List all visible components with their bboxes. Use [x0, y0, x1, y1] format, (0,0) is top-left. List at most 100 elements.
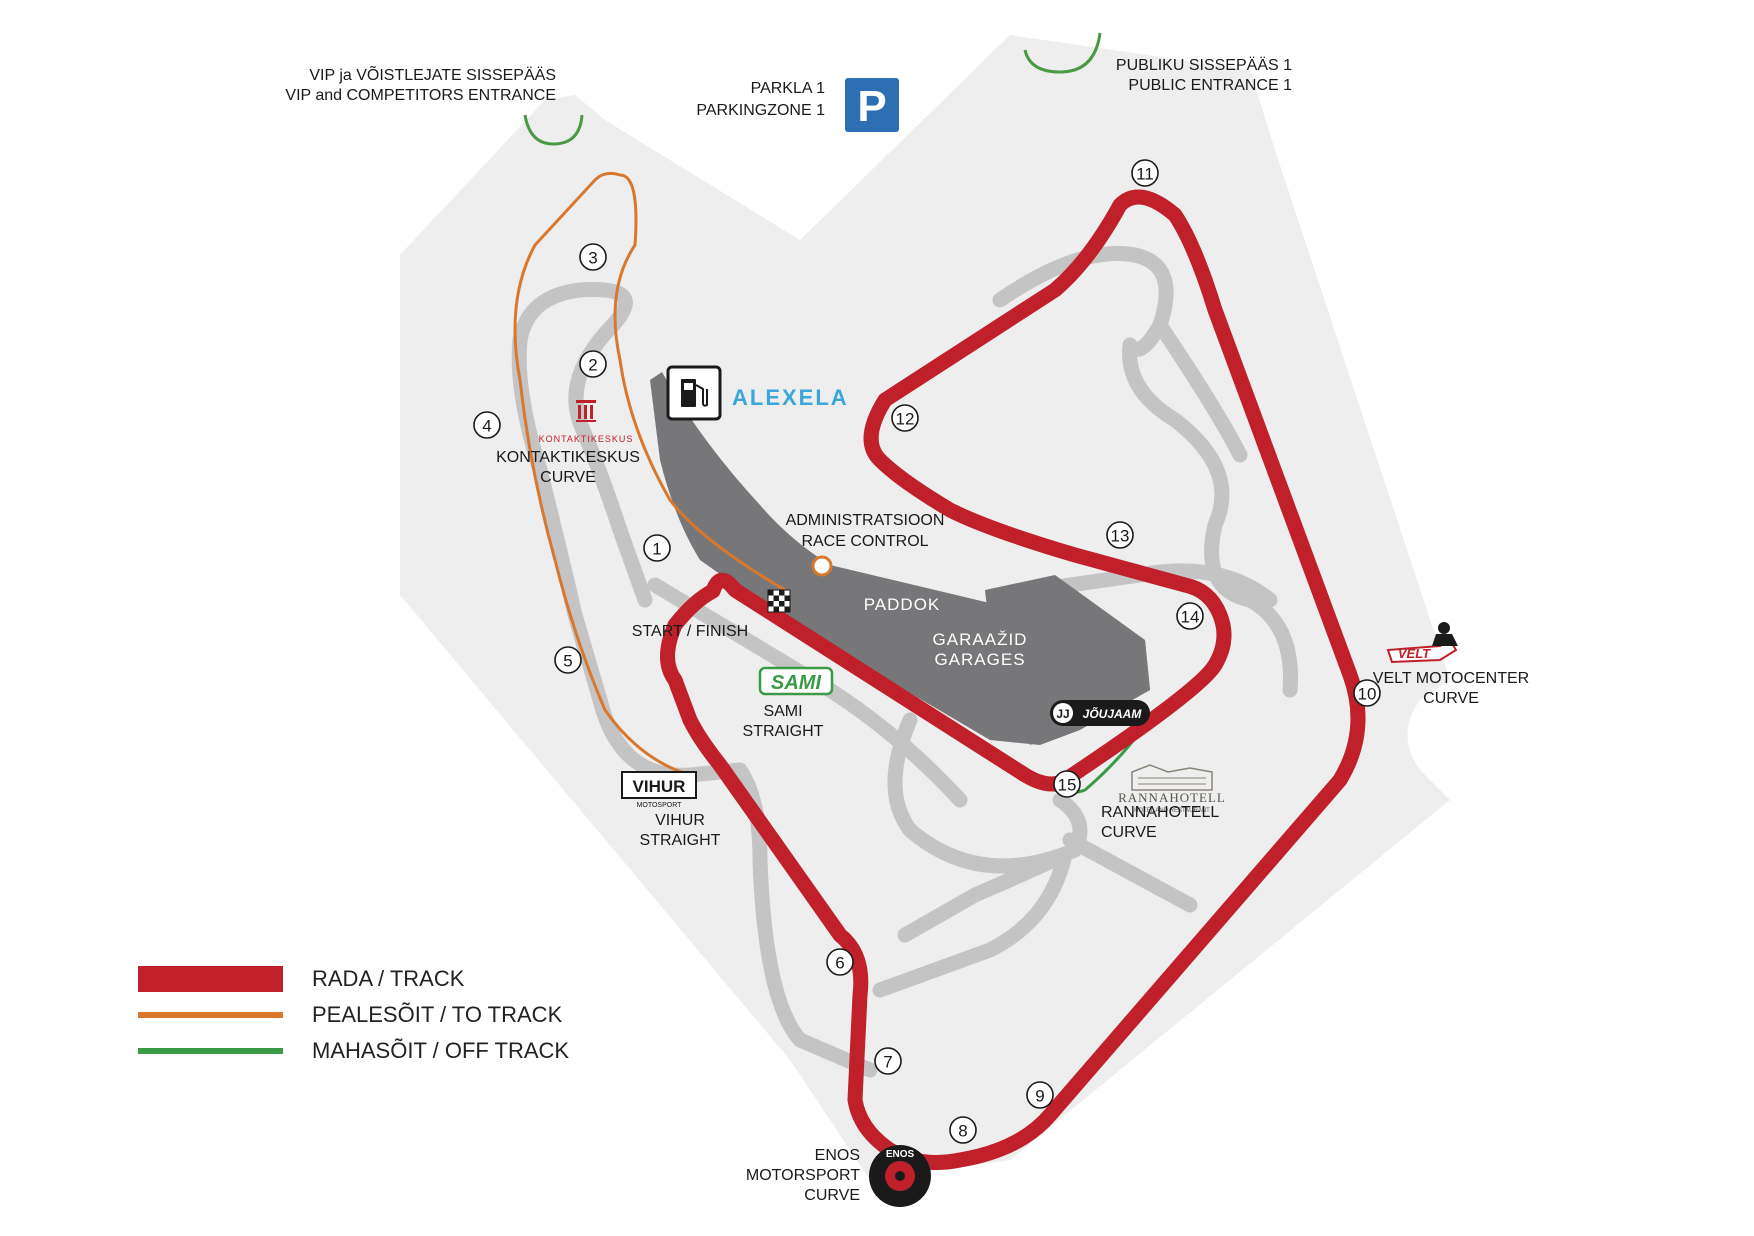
service-road-center	[887, 712, 1088, 874]
turn-marker-number: 6	[835, 954, 844, 973]
enos-curve-label-line2: MOTORSPORT	[746, 1167, 860, 1184]
turn-marker-4: 4	[473, 411, 501, 439]
service-road-inner-north	[992, 245, 1298, 698]
service-road-diagonal	[1062, 832, 1198, 913]
service-road-west-link	[682, 762, 878, 1078]
turn-marker-11: 11	[1131, 159, 1159, 187]
parking-label-line2: PARKINGZONE 1	[696, 102, 825, 119]
turn-marker-number: 14	[1181, 608, 1200, 627]
legend-off-track-label: MAHASÕIT / OFF TRACK	[312, 1038, 569, 1063]
turn-marker-circle	[949, 1116, 977, 1144]
turn-marker-14: 14	[1176, 602, 1204, 630]
turn-marker-6: 6	[826, 948, 854, 976]
legend-track-swatch	[138, 966, 283, 992]
turn-marker-13: 13	[1106, 521, 1134, 549]
turn-marker-15: 15	[1053, 770, 1081, 798]
kontaktikeskus-logo-icon	[576, 400, 596, 422]
turn-marker-circle	[579, 243, 607, 271]
enos-curve-label-line1: ENOS	[815, 1147, 860, 1164]
turn-marker-number: 15	[1058, 776, 1077, 795]
legend-off-track-swatch	[138, 1048, 283, 1054]
velt-logo: VELT	[1386, 622, 1458, 664]
turn-marker-circle	[1053, 770, 1081, 798]
rannahotell-logo-sub: HOTEL AND RESTAURANT	[1134, 808, 1210, 814]
garages-label-line1: GARAAŽID	[933, 630, 1028, 649]
turn-marker-circle	[891, 404, 919, 432]
sami-straight-label-line2: STRAIGHT	[743, 723, 824, 740]
turn-marker-number: 5	[563, 652, 572, 671]
parking-icon: P	[845, 78, 899, 132]
service-road-north-loop	[1152, 317, 1248, 463]
turn-marker-circle	[554, 646, 582, 674]
service-road-south-b	[872, 847, 1073, 998]
sami-logo-text: SAMI	[771, 672, 821, 694]
joujaam-logo-text: JÕUJAAM	[1083, 706, 1143, 721]
race-control-marker	[811, 555, 833, 577]
enos-curve-label-line3: CURVE	[804, 1187, 860, 1204]
velt-curve-label-line1: VELT MOTOCENTER	[1373, 670, 1529, 687]
turn-marker-number: 1	[652, 540, 661, 559]
checkered-flag-icon	[767, 589, 791, 613]
turn-marker-number: 13	[1111, 527, 1130, 546]
turn-marker-circle	[826, 948, 854, 976]
turn-marker-circle	[473, 411, 501, 439]
turn-marker-number: 11	[1136, 165, 1154, 184]
paddock-label: PADDOK	[864, 595, 941, 614]
turn-marker-7: 7	[874, 1047, 902, 1075]
service-road-finish-straight	[647, 577, 968, 808]
legend-to-track-swatch	[138, 1012, 283, 1018]
legend-to-track-label: PEALESÕIT / TO TRACK	[312, 1002, 563, 1027]
kontaktikeskus-curve-label-line1: KONTAKTIKESKUS	[496, 449, 640, 466]
turn-marker-circle	[1353, 679, 1381, 707]
vihur-straight-label-line2: STRAIGHT	[640, 832, 721, 849]
turn-marker-circle	[1176, 602, 1204, 630]
sami-straight-label-line1: SAMI	[763, 703, 802, 720]
turn-marker-3: 3	[579, 243, 607, 271]
turn-marker-number: 8	[958, 1122, 967, 1141]
turn-marker-circle	[1106, 521, 1134, 549]
to-track-route	[513, 171, 787, 777]
turn-marker-circle	[643, 534, 671, 562]
start-finish-label: START / FINISH	[632, 623, 748, 640]
turn-marker-8: 8	[949, 1116, 977, 1144]
administration-label-line2: RACE CONTROL	[801, 533, 928, 550]
turn-marker-2: 2	[579, 350, 607, 378]
turn-marker-circle	[874, 1047, 902, 1075]
turn-marker-number: 3	[588, 249, 597, 268]
sami-logo: SAMI	[758, 666, 834, 696]
legend: RADA / TRACK PEALESÕIT / TO TRACK MAHASÕ…	[138, 966, 569, 1063]
vihur-logo: VIHUR MOTOSPORT	[621, 771, 697, 809]
rannahotell-logo: RANNAHOTELL HOTEL AND RESTAURANT	[1118, 764, 1225, 814]
turn-marker-number: 9	[1035, 1087, 1044, 1106]
enos-logo-text: ENOS	[886, 1149, 915, 1160]
vip-entrance-arc	[523, 114, 584, 146]
turn-marker-circle	[579, 350, 607, 378]
turn-marker-10: 10	[1353, 679, 1381, 707]
turn-marker-circle	[1131, 159, 1159, 187]
administration-label-line1: ADMINISTRATSIOON	[786, 512, 945, 529]
service-roads	[511, 245, 1298, 1078]
turn-marker-circle	[1026, 1081, 1054, 1109]
rannahotell-curve-label-line2: CURVE	[1101, 824, 1157, 841]
turn-marker-1: 1	[643, 534, 671, 562]
velt-curve-label-line2: CURVE	[1423, 690, 1479, 707]
joujaam-logo-mark: JJ	[1056, 707, 1069, 721]
turn-marker-number: 4	[482, 417, 491, 436]
turn-marker-number: 10	[1358, 685, 1377, 704]
alexela-logo: ALEXELA	[732, 385, 849, 410]
kontaktikeskus-curve-label-line2: CURVE	[540, 469, 596, 486]
turn-marker-5: 5	[554, 646, 582, 674]
turn-marker-number: 12	[896, 410, 915, 429]
parking-symbol: P	[857, 82, 886, 131]
vihur-logo-sub: MOTOSPORT	[637, 802, 683, 809]
parking-label-line1: PARKLA 1	[751, 80, 826, 97]
turn-marker-12: 12	[891, 404, 919, 432]
public-entrance-label-line2: PUBLIC ENTRANCE 1	[1128, 77, 1292, 94]
race-track	[660, 189, 1366, 1170]
velt-logo-text: VELT	[1398, 646, 1431, 661]
legend-track-label: RADA / TRACK	[312, 966, 465, 991]
vip-entrance-label-line2: VIP and COMPETITORS ENTRANCE	[285, 87, 556, 104]
vihur-logo-text: VIHUR	[633, 777, 686, 796]
